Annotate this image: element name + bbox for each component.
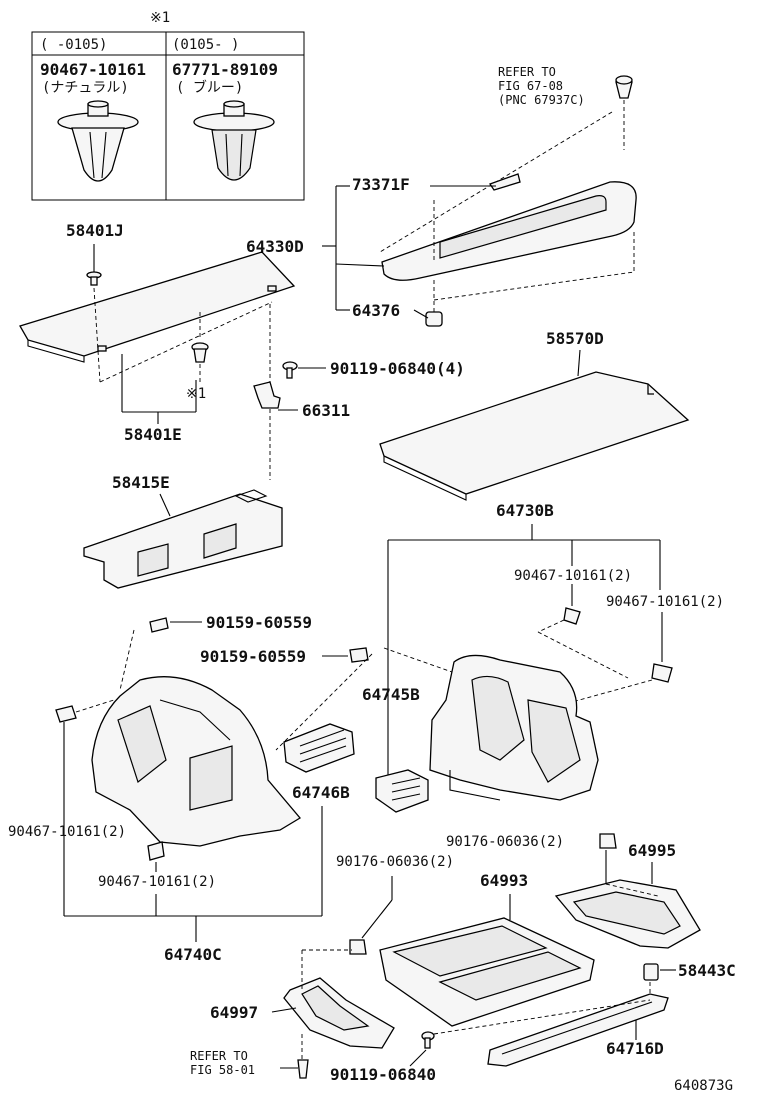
clip-r1-icon <box>563 607 581 625</box>
side-trim-right-64730B <box>429 654 599 801</box>
table-col1-note: (ナチュラル) <box>42 80 129 96</box>
bracket-66311-icon <box>253 381 281 409</box>
scuff-plate-64716D <box>487 993 669 1067</box>
clip-l2-icon <box>147 841 165 861</box>
nut-90176-b-icon <box>349 939 367 955</box>
vent-64746B-icon <box>283 723 355 773</box>
label-58401J: 58401J <box>66 221 124 240</box>
push-clip-top-icon <box>615 75 633 99</box>
label-64730B: 64730B <box>496 501 554 520</box>
trim-panel-64330D <box>381 173 637 281</box>
clip-58443C-icon <box>643 963 659 981</box>
figure-id: 640873G <box>674 1078 733 1094</box>
label-64740C: 64740C <box>164 945 222 964</box>
clip-blue-icon <box>193 100 275 181</box>
nut-90176-a-icon <box>599 833 617 849</box>
label-64745B: 64745B <box>362 685 420 704</box>
label-58570D: 58570D <box>546 329 604 348</box>
refer-top-line2: FIG 67-08 <box>498 79 563 93</box>
clip-l1-icon <box>55 705 77 723</box>
clip-58401J-icon <box>86 271 102 286</box>
label-90159-b: 90159-60559 <box>200 647 306 666</box>
label-64330D: 64330D <box>246 237 304 256</box>
clip-natural-icon <box>57 100 139 182</box>
deck-board-58570D <box>379 371 690 501</box>
table-col2-part: 67771-89109 <box>172 60 278 79</box>
label-66311: 66311 <box>302 401 350 420</box>
label-90467-l1: 90467-10161(2) <box>8 824 126 840</box>
tray-64995 <box>554 879 701 949</box>
label-64716D: 64716D <box>606 1039 664 1058</box>
table-col2-note: ( ブルー) <box>176 79 243 96</box>
label-64995: 64995 <box>628 841 676 860</box>
label-58401E: 58401E <box>124 425 182 444</box>
label-90176-a: 90176-06036(2) <box>446 834 564 850</box>
refer-top-line1: REFER TO <box>498 65 556 79</box>
tray-64993 <box>379 917 595 1027</box>
label-64993: 64993 <box>480 871 528 890</box>
screw-90159-a-icon <box>149 617 169 633</box>
clip-58401E-icon <box>191 342 209 363</box>
side-trim-left-64740C <box>91 676 301 847</box>
label-64746B: 64746B <box>292 783 350 802</box>
refer-note-bottom: REFER TO FIG 58-01 <box>190 1049 255 1077</box>
screw-90159-b-icon <box>349 647 369 663</box>
brace-58415E <box>83 489 283 589</box>
refer-top-line3: (PNC 67937C) <box>498 93 585 107</box>
label-90119-06840-4: 90119-06840(4) <box>330 359 465 378</box>
label-90467-l2: 90467-10161(2) <box>98 874 216 890</box>
table-col1-part: 90467-10161 <box>40 60 146 79</box>
label-90176-b: 90176-06036(2) <box>336 854 454 870</box>
clip-reference-table: ※1 ( -0105) (0105- ) 90467-10161 67771-8… <box>31 10 305 201</box>
table-col1-header: ( -0105) <box>40 37 107 53</box>
bolt-90119-bottom-icon <box>421 1031 435 1049</box>
bolt-90119-icon <box>282 361 298 379</box>
label-90159-a: 90159-60559 <box>206 613 312 632</box>
label-90467-r2: 90467-10161(2) <box>606 594 724 610</box>
label-64997: 64997 <box>210 1003 258 1022</box>
stopper-64376-icon <box>425 311 443 327</box>
tray-64997 <box>283 977 395 1049</box>
label-90119-06840: 90119-06840 <box>330 1065 436 1084</box>
label-58443C: 58443C <box>678 961 736 980</box>
refer-note-top: REFER TO FIG 67-08 (PNC 67937C) <box>498 65 585 107</box>
cover-panel-58401J <box>19 251 296 363</box>
label-73371F: 73371F <box>352 175 410 194</box>
clip-r2-icon <box>651 663 673 683</box>
screw-bottom-icon <box>297 1059 309 1079</box>
label-90467-r1: 90467-10161(2) <box>514 568 632 584</box>
label-64376: 64376 <box>352 301 400 320</box>
note-mark: ※1 <box>150 10 170 26</box>
refer-bottom-line2: FIG 58-01 <box>190 1063 255 1077</box>
table-col2-header: (0105- ) <box>172 37 239 53</box>
refer-bottom-line1: REFER TO <box>190 1049 248 1063</box>
label-58415E: 58415E <box>112 473 170 492</box>
vent-64745B-icon <box>375 769 429 813</box>
